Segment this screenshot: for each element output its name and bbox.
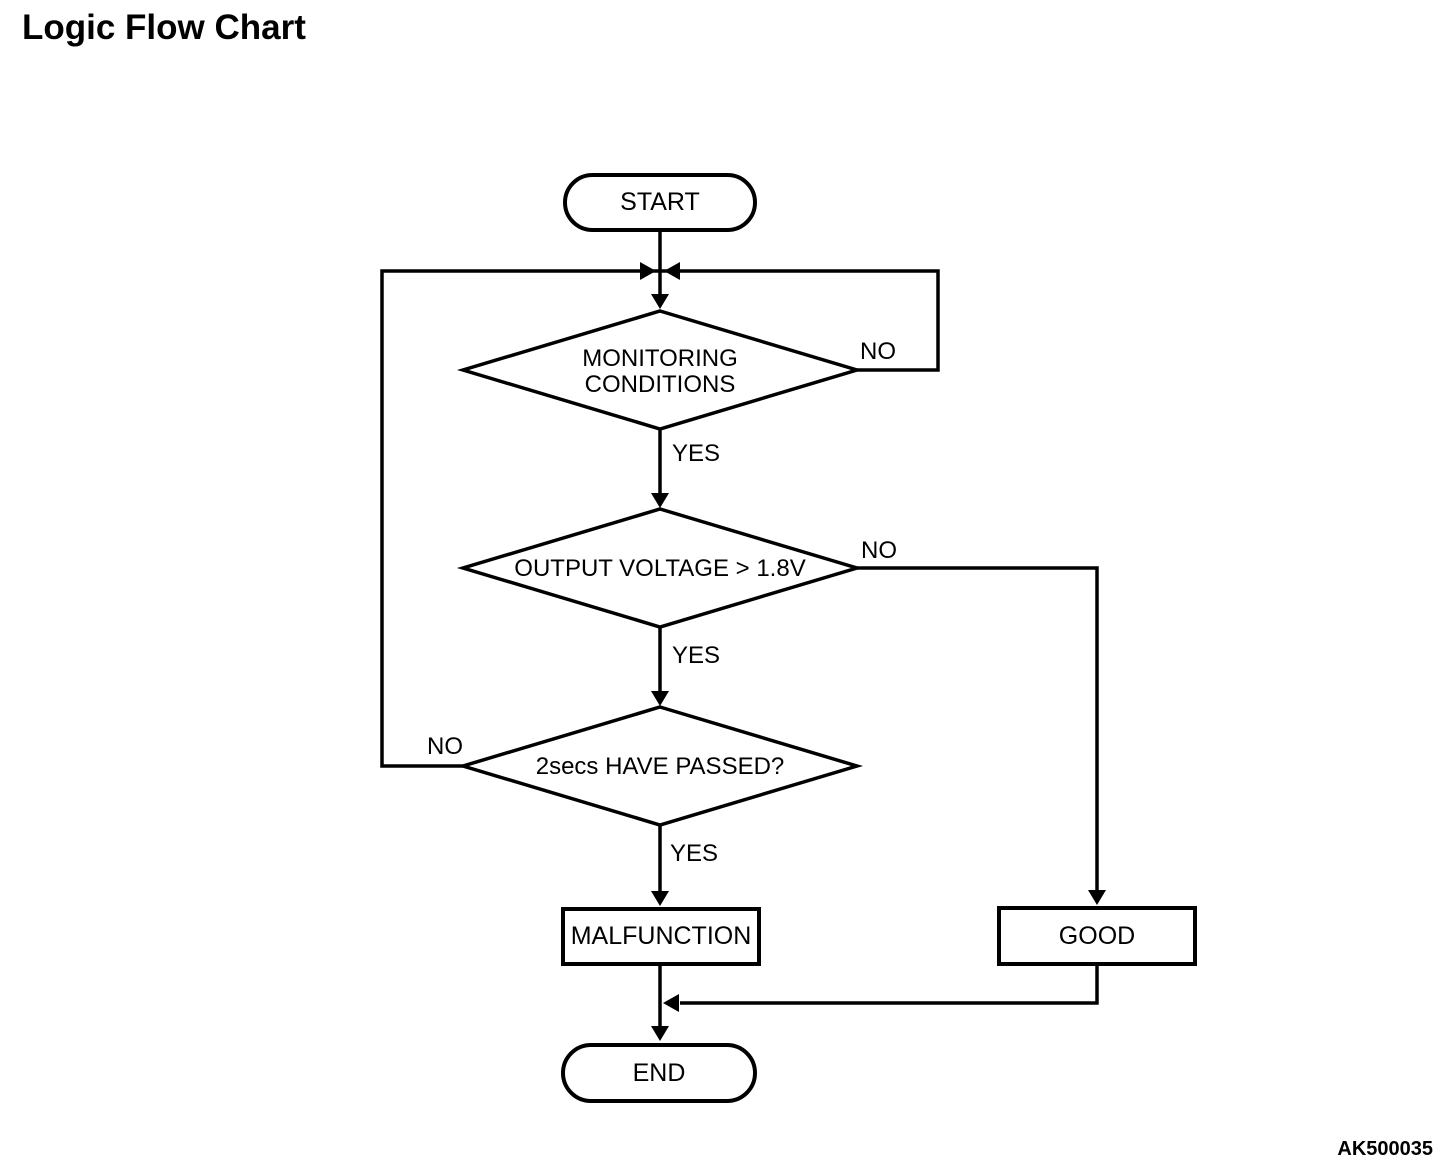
decision-output-voltage	[456, 507, 864, 629]
decision-monitoring-label: MONITORING CONDITIONS	[460, 346, 860, 398]
edge-voltage-no	[857, 566, 1099, 893]
decision-timer-label: 2secs HAVE PASSED?	[535, 753, 785, 780]
node-good: GOOD	[997, 906, 1197, 966]
node-malfunction-label: MALFUNCTION	[570, 922, 752, 950]
arrowhead-loop-junction-left	[640, 262, 656, 280]
node-start-label: START	[620, 188, 700, 216]
decision-monitoring-label-line1: MONITORING	[582, 345, 738, 372]
decision-voltage-label: OUTPUT VOLTAGE > 1.8V	[514, 555, 806, 582]
edge-label-timer-yes: YES	[670, 840, 719, 867]
node-good-label: GOOD	[1058, 921, 1136, 950]
edge-label-monitoring-no: NO	[860, 338, 896, 365]
arrowhead-into-end	[651, 1026, 669, 1041]
arrowhead-into-monitoring	[651, 294, 669, 309]
node-start: START	[563, 173, 757, 232]
arrowhead-good-merge	[663, 994, 679, 1012]
edge-label-voltage-no: NO	[861, 537, 897, 564]
edge-label-monitoring-yes: YES	[672, 440, 721, 467]
edge-label-timer-no: NO	[427, 733, 463, 760]
node-end-label: END	[632, 1058, 686, 1087]
decision-monitoring-conditions	[456, 309, 864, 431]
edge-good-to-merge	[680, 965, 1099, 1005]
arrowhead-into-malfunction	[651, 891, 669, 906]
arrowhead-loop-junction-right	[664, 262, 680, 280]
decision-monitoring-label-line2: CONDITIONS	[584, 371, 736, 398]
edge-label-voltage-yes: YES	[672, 642, 721, 669]
node-malfunction: MALFUNCTION	[561, 907, 761, 966]
page-title: Logic Flow Chart	[22, 8, 306, 47]
decision-2secs-passed	[456, 705, 864, 827]
arrowhead-into-voltage	[651, 493, 669, 508]
arrowhead-into-good	[1088, 890, 1106, 905]
arrowhead-into-timer	[651, 691, 669, 706]
node-end: END	[561, 1043, 757, 1103]
figure-code: AK500035	[1337, 1138, 1433, 1160]
